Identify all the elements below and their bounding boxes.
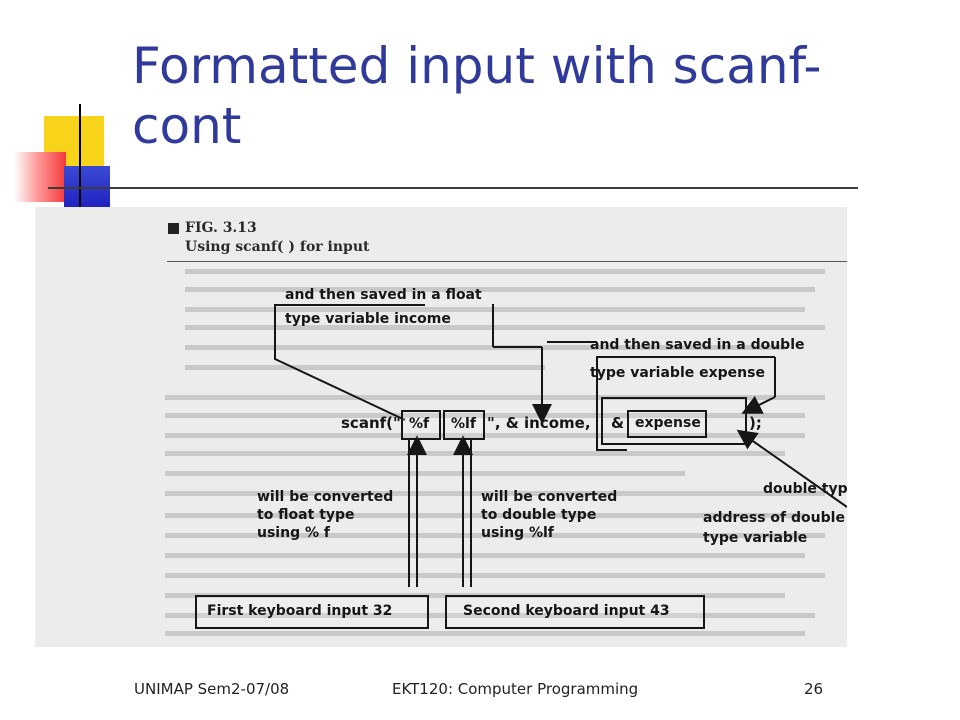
input2-label: Second keyboard input 43 [463,603,670,619]
conv-float-line-3: using % f [257,525,330,541]
double-type-label: double typ [763,481,847,497]
diagram-connectors [274,304,847,587]
conv-float-line-1: will be converted [257,489,394,505]
float-note-line-1: and then saved in a float [285,287,482,303]
double-note-bracket [596,356,775,451]
scan-background-text [165,269,825,636]
input2-box: Second keyboard input 43 [445,595,705,629]
slide-title: Formatted input with scanf- cont [132,36,852,156]
input1-box: First keyboard input 32 [195,595,429,629]
scanf-args: ", & income, [487,414,591,432]
double-note-line-1: and then saved in a double [590,337,805,353]
expense-outer-box [601,397,747,445]
scanf-amp: & [611,414,625,432]
conv-double-line-3: using %lf [481,525,554,541]
double-note-line-2: type variable expense [590,365,765,381]
title-underline [48,187,858,189]
float-note-line-2: type variable income [285,311,451,327]
expense-arg: expense [635,415,701,431]
slide-title-line-2: cont [132,97,242,155]
double-spec: %lf [451,416,476,432]
slide-title-line-1: Formatted input with scanf- [132,37,822,95]
footer-center: EKT120: Computer Programming [392,680,639,698]
float-spec: %f [409,416,430,432]
footer-left: UNIMAP Sem2-07/08 [134,680,290,698]
conv-float-line-2: to float type [257,507,355,523]
address-arrow-line [736,429,847,508]
conv-double-line-1: will be converted [481,489,618,505]
figure-caption: Using scanf( ) for input [185,239,370,255]
decorative-red-square [14,152,66,202]
address-note-line-2: type variable [703,530,808,546]
page-number: 26 [804,680,824,698]
input1-label: First keyboard input 32 [207,603,393,619]
address-note-line-1: address of double [703,510,845,526]
figure-number: FIG. 3.13 [185,220,257,236]
figure-marker-square [168,223,179,234]
float-note-bracket [274,304,425,421]
double-spec-box: %lf [443,410,485,440]
conv-double-line-2: to double type [481,507,597,523]
figure-panel: FIG. 3.13 Using scanf( ) for input [35,207,847,647]
scanf-close: ); [749,414,762,432]
float-spec-box: %f [401,410,441,440]
figure-caption-rule [167,261,847,262]
expense-box: expense [627,410,707,438]
decorative-vertical-line [79,104,81,214]
scanf-open: scanf(" [341,414,401,432]
